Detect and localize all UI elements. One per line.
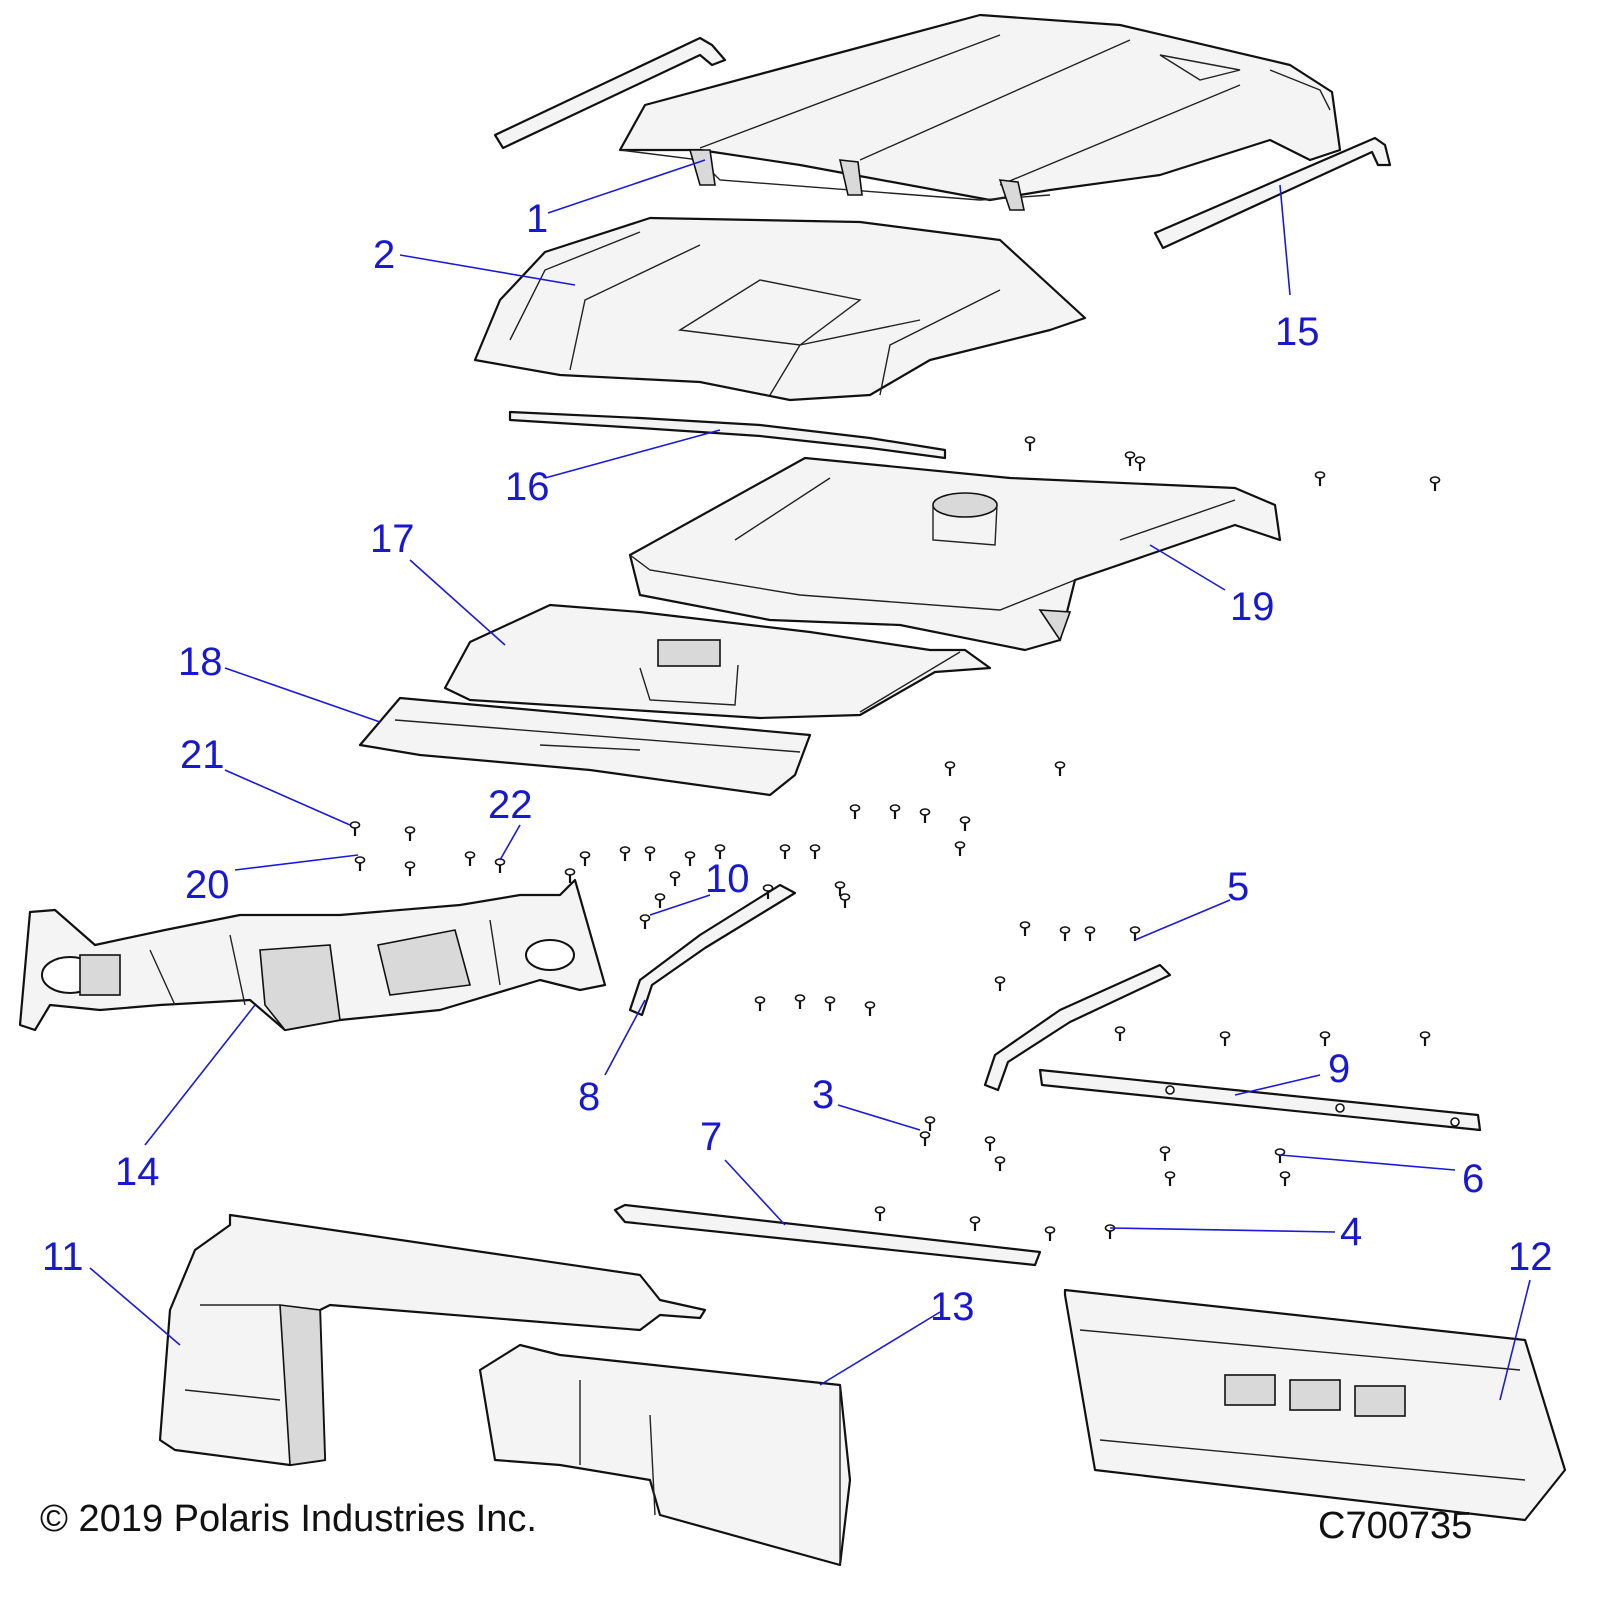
fastener	[1019, 921, 1031, 936]
callout-18: 18	[178, 640, 223, 684]
callout-labels: 1 2 3 4 5 6 7 8 9 10 11 12 13 14 15 16 1…	[42, 197, 1553, 1329]
callout-leaders	[89, 159, 1531, 1401]
callout-3: 3	[812, 1073, 834, 1117]
headliner-rear	[628, 456, 1282, 652]
fastener	[919, 808, 931, 823]
fastener	[864, 1001, 876, 1016]
fastener	[754, 996, 766, 1011]
fastener	[404, 861, 416, 876]
roof-side-rail-right	[1153, 136, 1392, 250]
callout-16: 16	[505, 465, 550, 509]
fastener	[984, 1136, 996, 1151]
fastener	[944, 761, 956, 776]
callout-20: 20	[185, 863, 230, 907]
fastener	[349, 821, 361, 836]
fastener	[644, 846, 656, 861]
fastener	[1429, 476, 1441, 491]
fastener	[779, 844, 791, 859]
fastener	[1024, 436, 1036, 451]
rear-trim-bar	[1038, 1068, 1482, 1132]
fastener	[1319, 1031, 1331, 1046]
fastener	[1219, 1031, 1231, 1046]
fastener	[959, 816, 971, 831]
fastener	[354, 856, 366, 871]
fastener	[874, 1206, 886, 1221]
fastener	[1314, 471, 1326, 486]
fastener	[849, 804, 861, 819]
headliner-front	[443, 603, 992, 720]
callout-2: 2	[373, 233, 395, 277]
fastener	[1279, 1171, 1291, 1186]
fastener	[579, 851, 591, 866]
callout-12: 12	[1508, 1235, 1553, 1279]
a-pillar-trim-left	[628, 883, 797, 1017]
fastener-group	[349, 436, 1441, 1241]
callout-10: 10	[705, 857, 750, 901]
fastener	[919, 1131, 931, 1146]
fastener	[824, 996, 836, 1011]
drawing-number: C700735	[1318, 1505, 1473, 1547]
left-door-panel	[158, 1213, 707, 1467]
headliner-outer	[473, 216, 1087, 402]
callout-9: 9	[1328, 1047, 1350, 1091]
fastener	[794, 994, 806, 1009]
fastener	[639, 914, 651, 929]
callout-17: 17	[370, 517, 415, 561]
callout-4: 4	[1340, 1210, 1362, 1254]
fastener	[1059, 926, 1071, 941]
callout-1: 1	[526, 197, 548, 241]
front-visor-panel	[358, 696, 812, 797]
fastener	[564, 868, 576, 883]
roof-side-rail-left	[493, 36, 727, 150]
dash-panel	[18, 878, 607, 1032]
fastener	[1159, 1146, 1171, 1161]
fastener	[494, 858, 506, 873]
callout-6: 6	[1462, 1157, 1484, 1201]
fastener	[889, 804, 901, 819]
fastener	[619, 846, 631, 861]
fastener	[834, 881, 846, 896]
rear-bulkhead-left	[478, 1343, 852, 1567]
roof-panel	[618, 13, 1342, 211]
fastener	[1084, 926, 1096, 941]
fastener	[969, 1216, 981, 1231]
callout-5: 5	[1227, 865, 1249, 909]
rear-bulkhead-right	[1063, 1288, 1567, 1522]
fastener	[994, 976, 1006, 991]
fastener	[1114, 1026, 1126, 1041]
fastener	[1104, 1224, 1116, 1239]
fastener	[684, 851, 696, 866]
callout-19: 19	[1230, 585, 1275, 629]
fastener	[839, 893, 851, 908]
callout-8: 8	[578, 1075, 600, 1119]
front-trim-strip	[613, 1203, 1042, 1267]
callout-22: 22	[488, 783, 533, 827]
callout-14: 14	[115, 1150, 160, 1194]
fastener	[714, 844, 726, 859]
fastener	[464, 851, 476, 866]
callout-13: 13	[930, 1285, 975, 1329]
fastener	[994, 1156, 1006, 1171]
fastener	[1054, 761, 1066, 776]
fastener	[762, 884, 774, 899]
copyright-notice: © 2019 Polaris Industries Inc.	[40, 1498, 537, 1540]
fastener	[809, 844, 821, 859]
fastener	[669, 871, 681, 886]
fastener	[1164, 1171, 1176, 1186]
seal-strip	[508, 410, 947, 460]
fastener	[1124, 451, 1136, 466]
callout-15: 15	[1275, 310, 1320, 354]
callout-11: 11	[42, 1235, 84, 1279]
fastener	[654, 893, 666, 908]
fastener	[1134, 456, 1146, 471]
callout-21: 21	[180, 733, 225, 777]
fastener	[954, 841, 966, 856]
fastener	[404, 826, 416, 841]
fastener	[1419, 1031, 1431, 1046]
a-pillar-trim-right	[983, 963, 1172, 1092]
callout-7: 7	[700, 1115, 722, 1159]
fastener	[1044, 1226, 1056, 1241]
fastener	[924, 1116, 936, 1131]
